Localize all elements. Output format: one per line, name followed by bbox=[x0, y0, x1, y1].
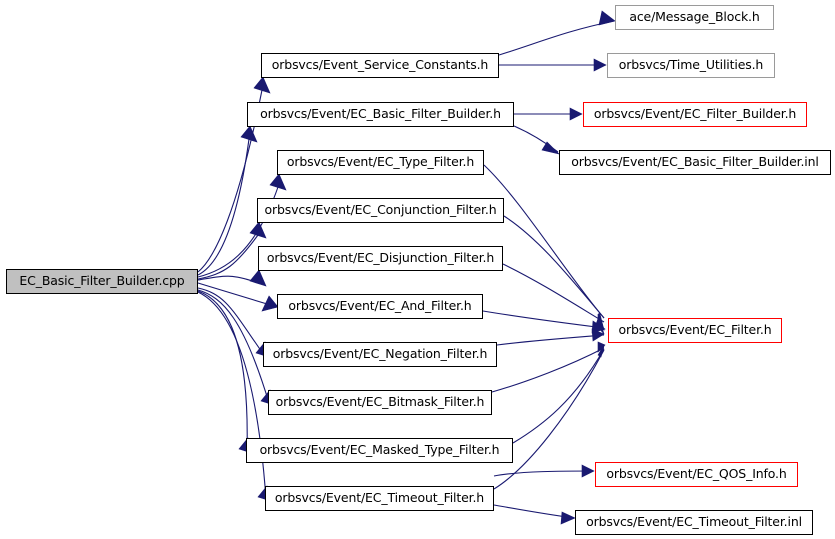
graph-node-label: orbsvcs/Event/EC_Basic_Filter_Builder.in… bbox=[571, 154, 819, 170]
graph-edge-root-to-timeoutfilter bbox=[197, 291, 275, 503]
arrowhead-icon bbox=[598, 10, 616, 26]
graph-node-label: orbsvcs/Event/EC_QOS_Info.h bbox=[606, 466, 787, 482]
graph-node-label: orbsvcs/Time_Utilities.h bbox=[618, 57, 764, 73]
graph-node-conjunction[interactable]: orbsvcs/Event/EC_Conjunction_Filter.h bbox=[257, 198, 504, 223]
graph-edge-andfilter-to-ecfilter bbox=[482, 310, 606, 334]
graph-node-label: orbsvcs/Event_Service_Constants.h bbox=[271, 57, 489, 73]
graph-edge-esc-to-msgblock bbox=[498, 10, 616, 56]
graph-edge-bitmask-to-ecfilter bbox=[491, 341, 606, 393]
arrowhead-icon bbox=[593, 58, 607, 72]
graph-edge-esc-to-timeutil bbox=[499, 58, 607, 72]
graph-node-qosinfo[interactable]: orbsvcs/Event/EC_QOS_Info.h bbox=[595, 462, 798, 487]
graph-node-label: orbsvcs/Event/EC_Negation_Filter.h bbox=[272, 346, 488, 362]
arrowhead-icon bbox=[569, 107, 583, 121]
graph-node-typefilter[interactable]: orbsvcs/Event/EC_Type_Filter.h bbox=[277, 150, 484, 175]
arrowhead-icon bbox=[249, 221, 267, 239]
graph-edge-root-to-maskedtype bbox=[197, 290, 256, 455]
graph-node-label: orbsvcs/Event/EC_Filter.h bbox=[618, 322, 772, 338]
graph-edge-basicbuilderh-to-filterbuilderh bbox=[514, 107, 583, 121]
graph-node-msgblock[interactable]: ace/Message_Block.h bbox=[615, 5, 774, 30]
graph-node-timeoutfilter[interactable]: orbsvcs/Event/EC_Timeout_Filter.h bbox=[265, 486, 494, 511]
graph-node-label: orbsvcs/Event/EC_Conjunction_Filter.h bbox=[264, 202, 497, 218]
graph-node-label: orbsvcs/Event/EC_Timeout_Filter.inl bbox=[586, 514, 802, 530]
graph-node-basicbuilderinl[interactable]: orbsvcs/Event/EC_Basic_Filter_Builder.in… bbox=[559, 150, 831, 175]
graph-node-filterbuilderh[interactable]: orbsvcs/Event/EC_Filter_Builder.h bbox=[583, 102, 807, 127]
arrowhead-icon bbox=[541, 141, 560, 155]
graph-node-label: orbsvcs/Event/EC_And_Filter.h bbox=[288, 298, 472, 314]
graph-edge-root-to-conjunction bbox=[197, 221, 267, 280]
graph-node-bitmask[interactable]: orbsvcs/Event/EC_Bitmask_Filter.h bbox=[268, 390, 492, 415]
graph-node-label: EC_Basic_Filter_Builder.cpp bbox=[19, 273, 185, 289]
graph-edge-maskedtype-to-ecfilter bbox=[512, 344, 605, 444]
graph-node-label: orbsvcs/Event/EC_Disjunction_Filter.h bbox=[266, 250, 495, 266]
graph-node-negation[interactable]: orbsvcs/Event/EC_Negation_Filter.h bbox=[263, 342, 497, 367]
arrowhead-icon bbox=[591, 320, 606, 334]
graph-node-maskedtype[interactable]: orbsvcs/Event/EC_Masked_Type_Filter.h bbox=[246, 438, 513, 463]
graph-node-basicbuilderh[interactable]: orbsvcs/Event/EC_Basic_Filter_Builder.h bbox=[247, 102, 514, 127]
graph-edge-root-to-basicbuilderh bbox=[197, 125, 258, 276]
graph-node-label: orbsvcs/Event/EC_Masked_Type_Filter.h bbox=[259, 442, 500, 458]
arrowhead-icon bbox=[581, 464, 595, 478]
graph-edge-root-to-andfilter bbox=[197, 282, 279, 312]
arrowhead-icon bbox=[240, 125, 258, 143]
graph-node-label: orbsvcs/Event/EC_Timeout_Filter.h bbox=[274, 490, 485, 506]
graph-node-label: orbsvcs/Event/EC_Bitmask_Filter.h bbox=[275, 394, 485, 410]
arrowhead-icon bbox=[560, 511, 576, 525]
graph-edge-root-to-disjunction bbox=[197, 269, 267, 287]
graph-edge-root-to-esc bbox=[197, 76, 271, 273]
arrowhead-icon bbox=[591, 328, 605, 342]
graph-node-root[interactable]: EC_Basic_Filter_Builder.cpp bbox=[6, 269, 198, 294]
arrowhead-icon bbox=[261, 295, 279, 312]
graph-edge-timeoutfilter-to-ecfilter bbox=[493, 345, 605, 490]
arrowhead-icon bbox=[597, 341, 606, 353]
graph-node-label: orbsvcs/Event/EC_Basic_Filter_Builder.h bbox=[260, 106, 501, 122]
graph-node-disjunction[interactable]: orbsvcs/Event/EC_Disjunction_Filter.h bbox=[258, 246, 503, 271]
graph-node-esc[interactable]: orbsvcs/Event_Service_Constants.h bbox=[261, 53, 499, 78]
arrowhead-icon bbox=[269, 173, 287, 191]
graph-node-timeutil[interactable]: orbsvcs/Time_Utilities.h bbox=[607, 53, 775, 78]
graph-edge-timeoutfilter-to-timeoutinl bbox=[493, 504, 576, 525]
graph-node-label: orbsvcs/Event/EC_Type_Filter.h bbox=[286, 154, 475, 170]
graph-node-label: ace/Message_Block.h bbox=[629, 9, 760, 25]
arrowhead-icon bbox=[249, 269, 267, 287]
arrowhead-icon bbox=[598, 345, 605, 358]
graph-node-ecfilter[interactable]: orbsvcs/Event/EC_Filter.h bbox=[608, 318, 782, 343]
graph-edge-timeoutfilter-to-qosinfo bbox=[493, 464, 595, 478]
graph-edge-negation-to-ecfilter bbox=[496, 328, 605, 346]
arrowhead-icon bbox=[253, 76, 271, 94]
graph-node-andfilter[interactable]: orbsvcs/Event/EC_And_Filter.h bbox=[277, 294, 483, 319]
graph-edge-basicbuilderh-to-basicbuilderinl bbox=[513, 125, 560, 155]
graph-node-label: orbsvcs/Event/EC_Filter_Builder.h bbox=[593, 106, 797, 122]
graph-node-timeoutinl[interactable]: orbsvcs/Event/EC_Timeout_Filter.inl bbox=[575, 510, 813, 535]
